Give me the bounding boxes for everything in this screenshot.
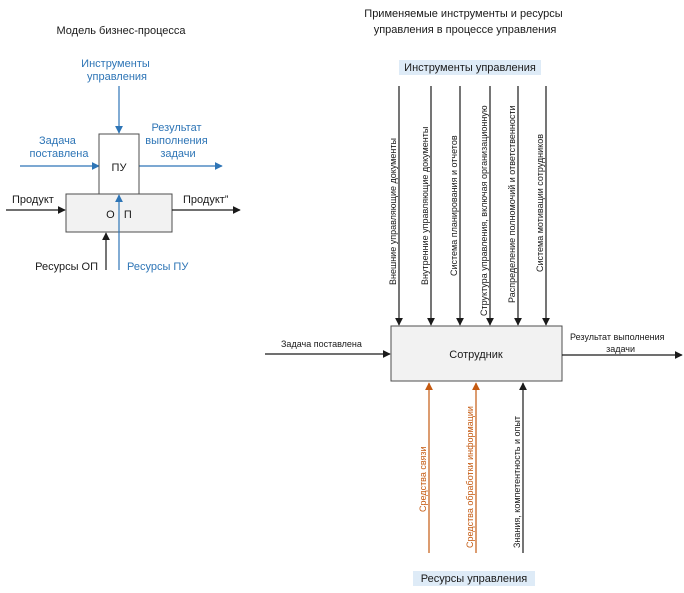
- resources-pu-label: Ресурсы ПУ: [127, 261, 189, 273]
- left-tools-label: Инструменты управления: [81, 58, 153, 83]
- tool-label-6: Система мотивации сотрудников: [535, 134, 545, 272]
- left-result-label-line-2: выполнения: [145, 135, 207, 147]
- employee-box: [390, 325, 563, 382]
- tool-label-5: Распределение полномочий и ответственнос…: [507, 105, 517, 303]
- resources-header: Ресурсы управления: [421, 573, 527, 585]
- resource-label-2: Средства обработки информации: [465, 406, 475, 548]
- left-task-label-line-1: Задача: [39, 135, 77, 147]
- task-in-label: Задача поставлена: [281, 339, 362, 349]
- left-task-label-line-2: поставлена: [30, 148, 90, 160]
- left-result-label-line-3: задачи: [160, 148, 195, 160]
- left-tools-label-line-2: управления: [87, 71, 147, 83]
- product-out-label: Продукт”: [183, 194, 229, 206]
- result-out-label-line-2: задачи: [606, 344, 635, 354]
- right-title: Применяемые инструменты и ресурсы управл…: [364, 8, 565, 36]
- left-tools-label-line-1: Инструменты: [81, 58, 150, 70]
- tools-header-bg: [399, 60, 541, 75]
- left-task-label: Задача поставлена: [30, 135, 90, 160]
- right-title-line-2: управления в процессе управления: [374, 24, 557, 36]
- result-out-label-line-1: Результат выполнения: [570, 332, 665, 342]
- pu-box: [98, 133, 140, 195]
- resources-op-label: Ресурсы ОП: [35, 261, 98, 273]
- resource-label-1: Средства связи: [418, 446, 428, 512]
- tool-label-2: Внутренние управляющие документы: [420, 127, 430, 285]
- resources-header-bg: [413, 571, 535, 586]
- tool-label-3: Система планирования и отчетов: [449, 135, 459, 276]
- right-title-line-1: Применяемые инструменты и ресурсы: [364, 8, 562, 20]
- left-result-label: Результат выполнения задачи: [145, 122, 210, 160]
- employee-label: Сотрудник: [449, 349, 503, 361]
- left-result-label-line-1: Результат: [151, 122, 201, 134]
- result-out-label: Результат выполнения задачи: [570, 332, 667, 354]
- tool-label-4: Структура управления, включая организаци…: [479, 105, 489, 316]
- tool-label-1: Внешние управляющие документы: [388, 138, 398, 285]
- pu-box-label: ПУ: [112, 162, 128, 174]
- product-in-label: Продукт: [12, 194, 54, 206]
- tools-header: Инструменты управления: [404, 62, 536, 74]
- left-title: Модель бизнес-процесса: [57, 25, 187, 37]
- resource-label-3: Знания, компетентность и опыт: [512, 416, 522, 548]
